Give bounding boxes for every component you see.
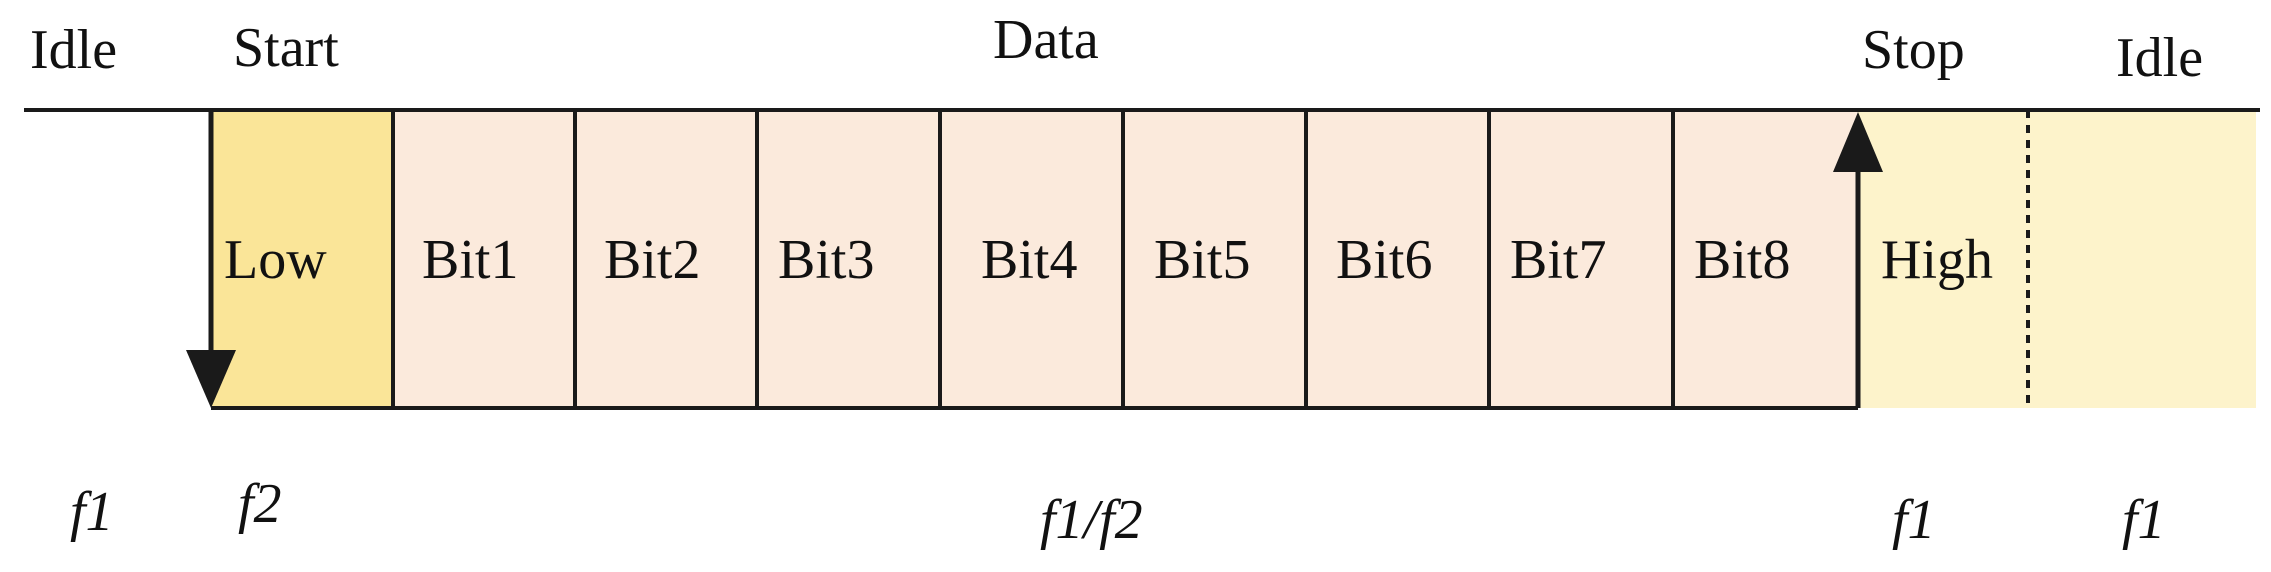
data-region bbox=[393, 110, 1858, 408]
freq-idle-left: f1 bbox=[70, 481, 114, 543]
cell-bit6: Bit6 bbox=[1336, 229, 1432, 291]
freq-idle-right: f1 bbox=[2122, 489, 2166, 551]
cell-stop-high: High bbox=[1881, 229, 1993, 291]
header-start: Start bbox=[233, 17, 339, 79]
header-data: Data bbox=[993, 9, 1099, 71]
cell-bit5: Bit5 bbox=[1154, 229, 1250, 291]
cell-start-low: Low bbox=[224, 229, 327, 291]
cell-bit4: Bit4 bbox=[981, 229, 1077, 291]
arrow-down-icon bbox=[186, 350, 236, 408]
cell-bit8: Bit8 bbox=[1694, 229, 1790, 291]
arrow-up-icon bbox=[1833, 112, 1883, 172]
cell-bit7: Bit7 bbox=[1510, 229, 1606, 291]
freq-data: f1/f2 bbox=[1040, 489, 1143, 551]
header-stop: Stop bbox=[1862, 19, 1965, 81]
freq-start: f2 bbox=[238, 473, 282, 535]
header-idle-right: Idle bbox=[2116, 27, 2203, 89]
idle-right-region bbox=[2028, 110, 2256, 408]
cell-bit2: Bit2 bbox=[604, 229, 700, 291]
start-region bbox=[211, 110, 393, 408]
stop-region bbox=[1858, 110, 2028, 408]
cell-bit1: Bit1 bbox=[422, 229, 518, 291]
cell-bit3: Bit3 bbox=[778, 229, 874, 291]
freq-stop: f1 bbox=[1892, 489, 1936, 551]
header-idle-left: Idle bbox=[30, 19, 117, 81]
